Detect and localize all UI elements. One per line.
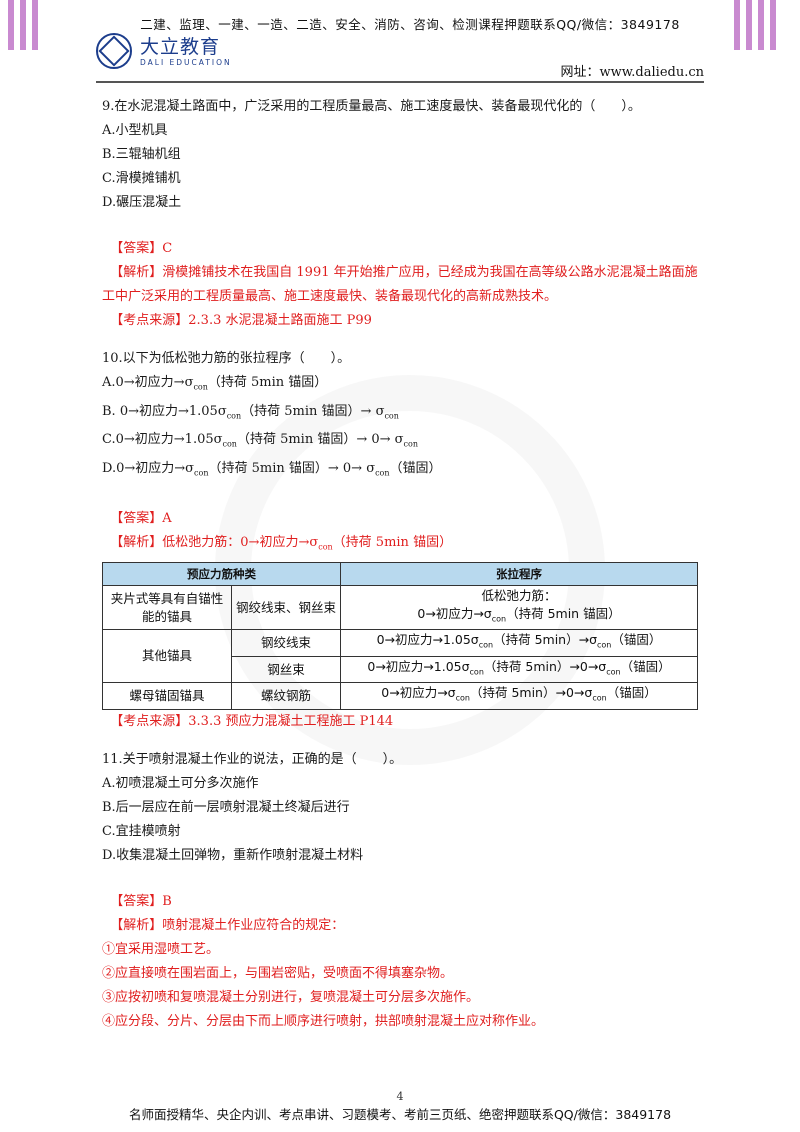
q11-answer: 【答案】B	[110, 893, 172, 909]
header-contact-line: 二建、监理、一建、一造、二造、安全、消防、咨询、检测课程押题联系QQ/微信：38…	[140, 17, 680, 32]
table-cell-anchor-type: 其他锚具	[102, 629, 232, 684]
q10-source: 【考点来源】3.3.3 预应力混凝土工程施工 P144	[110, 713, 394, 729]
q10-option-b: B. 0→初应力→1.05σcon（持荷 5min 锚固）→ σcon	[102, 403, 399, 421]
table-cell-anchor-type: 夹片式等具有自锚性能的锚具	[102, 584, 232, 631]
q10-stem: 10.以下为低松弛力筋的张拉程序（ ）。	[102, 351, 351, 366]
q10-answer: 【答案】A	[110, 511, 172, 527]
logo-english-name: DALI EDUCATION	[140, 57, 232, 67]
logo-emblem-icon	[96, 33, 132, 69]
table-header-type: 预应力筋种类	[102, 561, 341, 586]
q11-option-a: A.初喷混凝土可分多次施作	[102, 775, 259, 791]
table-cell-procedure: 低松弛力筋： 0→初应力→σcon（持荷 5min 锚固）	[340, 584, 698, 631]
table-cell-tendon: 螺纹钢筋	[231, 682, 341, 710]
q11-option-d: D.收集混凝土回弹物，重新作喷射混凝土材料	[102, 847, 364, 863]
q10-option-a: A.0→初应力→σcon（持荷 5min 锚固）	[102, 375, 328, 392]
q9-analysis: 【解析】滑模摊铺技术在我国自 1991 年开始推广应用，已经成为我国在高等级公路…	[102, 265, 698, 304]
logo-name: 大立教育	[140, 35, 221, 58]
brand-logo: 大立教育 DALI EDUCATION	[96, 33, 232, 69]
table-cell-tendon: 钢绞线束	[231, 629, 341, 657]
q11-point-3: ③应按初喷和复喷混凝土分别进行，复喷混凝土可分层多次施作。	[102, 989, 480, 1005]
q9-option-d: D.碾压混凝土	[102, 195, 182, 210]
table-header-procedure: 张拉程序	[340, 561, 698, 586]
table-cell-procedure: 0→初应力→σcon（持荷 5min）→0→σcon（锚固）	[340, 682, 698, 710]
q9-source: 【考点来源】2.3.3 水泥混凝土路面施工 P99	[110, 313, 372, 328]
q10-option-d: D.0→初应力→σcon（持荷 5min 锚固）→ 0→ σcon（锚固）	[102, 460, 442, 478]
table-cell-anchor-type: 螺母锚固锚具	[102, 682, 232, 710]
table-cell-procedure: 0→初应力→1.05σcon（持荷 5min）→σcon（锚固）	[340, 629, 698, 657]
q11-point-2: ②应直接喷在围岩面上，与围岩密贴，受喷面不得填塞杂物。	[102, 965, 454, 981]
table-cell-tendon: 钢丝束	[231, 655, 341, 684]
q9-option-b: B.三辊轴机组	[102, 147, 181, 162]
q9-option-c: C.滑模摊铺机	[102, 171, 181, 186]
q9-option-a: A.小型机具	[102, 123, 168, 138]
page-content: 9.在水泥混凝土路面中，广泛采用的工程质量最高、施工速度最快、装备最现代化的（ …	[102, 95, 706, 1034]
q11-stem: 11.关于喷射混凝土作业的说法，正确的是（ ）。	[102, 751, 403, 767]
q10-option-c: C.0→初应力→1.05σcon（持荷 5min 锚固）→ 0→ σcon	[102, 432, 418, 449]
q11-analysis: 【解析】喷射混凝土作业应符合的规定：	[110, 917, 345, 933]
q9-stem: 9.在水泥混凝土路面中，广泛采用的工程质量最高、施工速度最快、装备最现代化的（ …	[102, 99, 641, 114]
q11-option-c: C.宜挂模喷射	[102, 823, 181, 839]
q11-point-4: ④应分段、分片、分层由下而上顺序进行喷射，拱部喷射混凝土应对称作业。	[102, 1013, 545, 1029]
header-divider	[96, 81, 704, 83]
q10-analysis: 【解析】低松弛力筋：0→初应力→σcon（持荷 5min 锚固）	[110, 535, 453, 552]
footer-contact-line: 名师面授精华、央企内训、考点串讲、习题模考、考前三页纸、绝密押题联系QQ/微信：…	[128, 1107, 672, 1122]
q11-option-b: B.后一层应在前一层喷射混凝土终凝后进行	[102, 799, 350, 815]
table-cell-tendon: 钢绞线束、钢丝束	[231, 584, 341, 631]
table-cell-procedure: 0→初应力→1.05σcon（持荷 5min）→0→σcon（锚固）	[340, 655, 698, 684]
prestress-table: 预应力筋种类 张拉程序 夹片式等具有自锚性能的锚具 钢绞线束、钢丝束 低松弛力筋…	[102, 561, 698, 710]
page-number: 4	[396, 1090, 404, 1103]
q11-point-1: ①宜采用湿喷工艺。	[102, 941, 220, 957]
q9-answer: 【答案】C	[110, 241, 173, 256]
website-url: 网址：www.daliedu.cn	[560, 65, 704, 80]
